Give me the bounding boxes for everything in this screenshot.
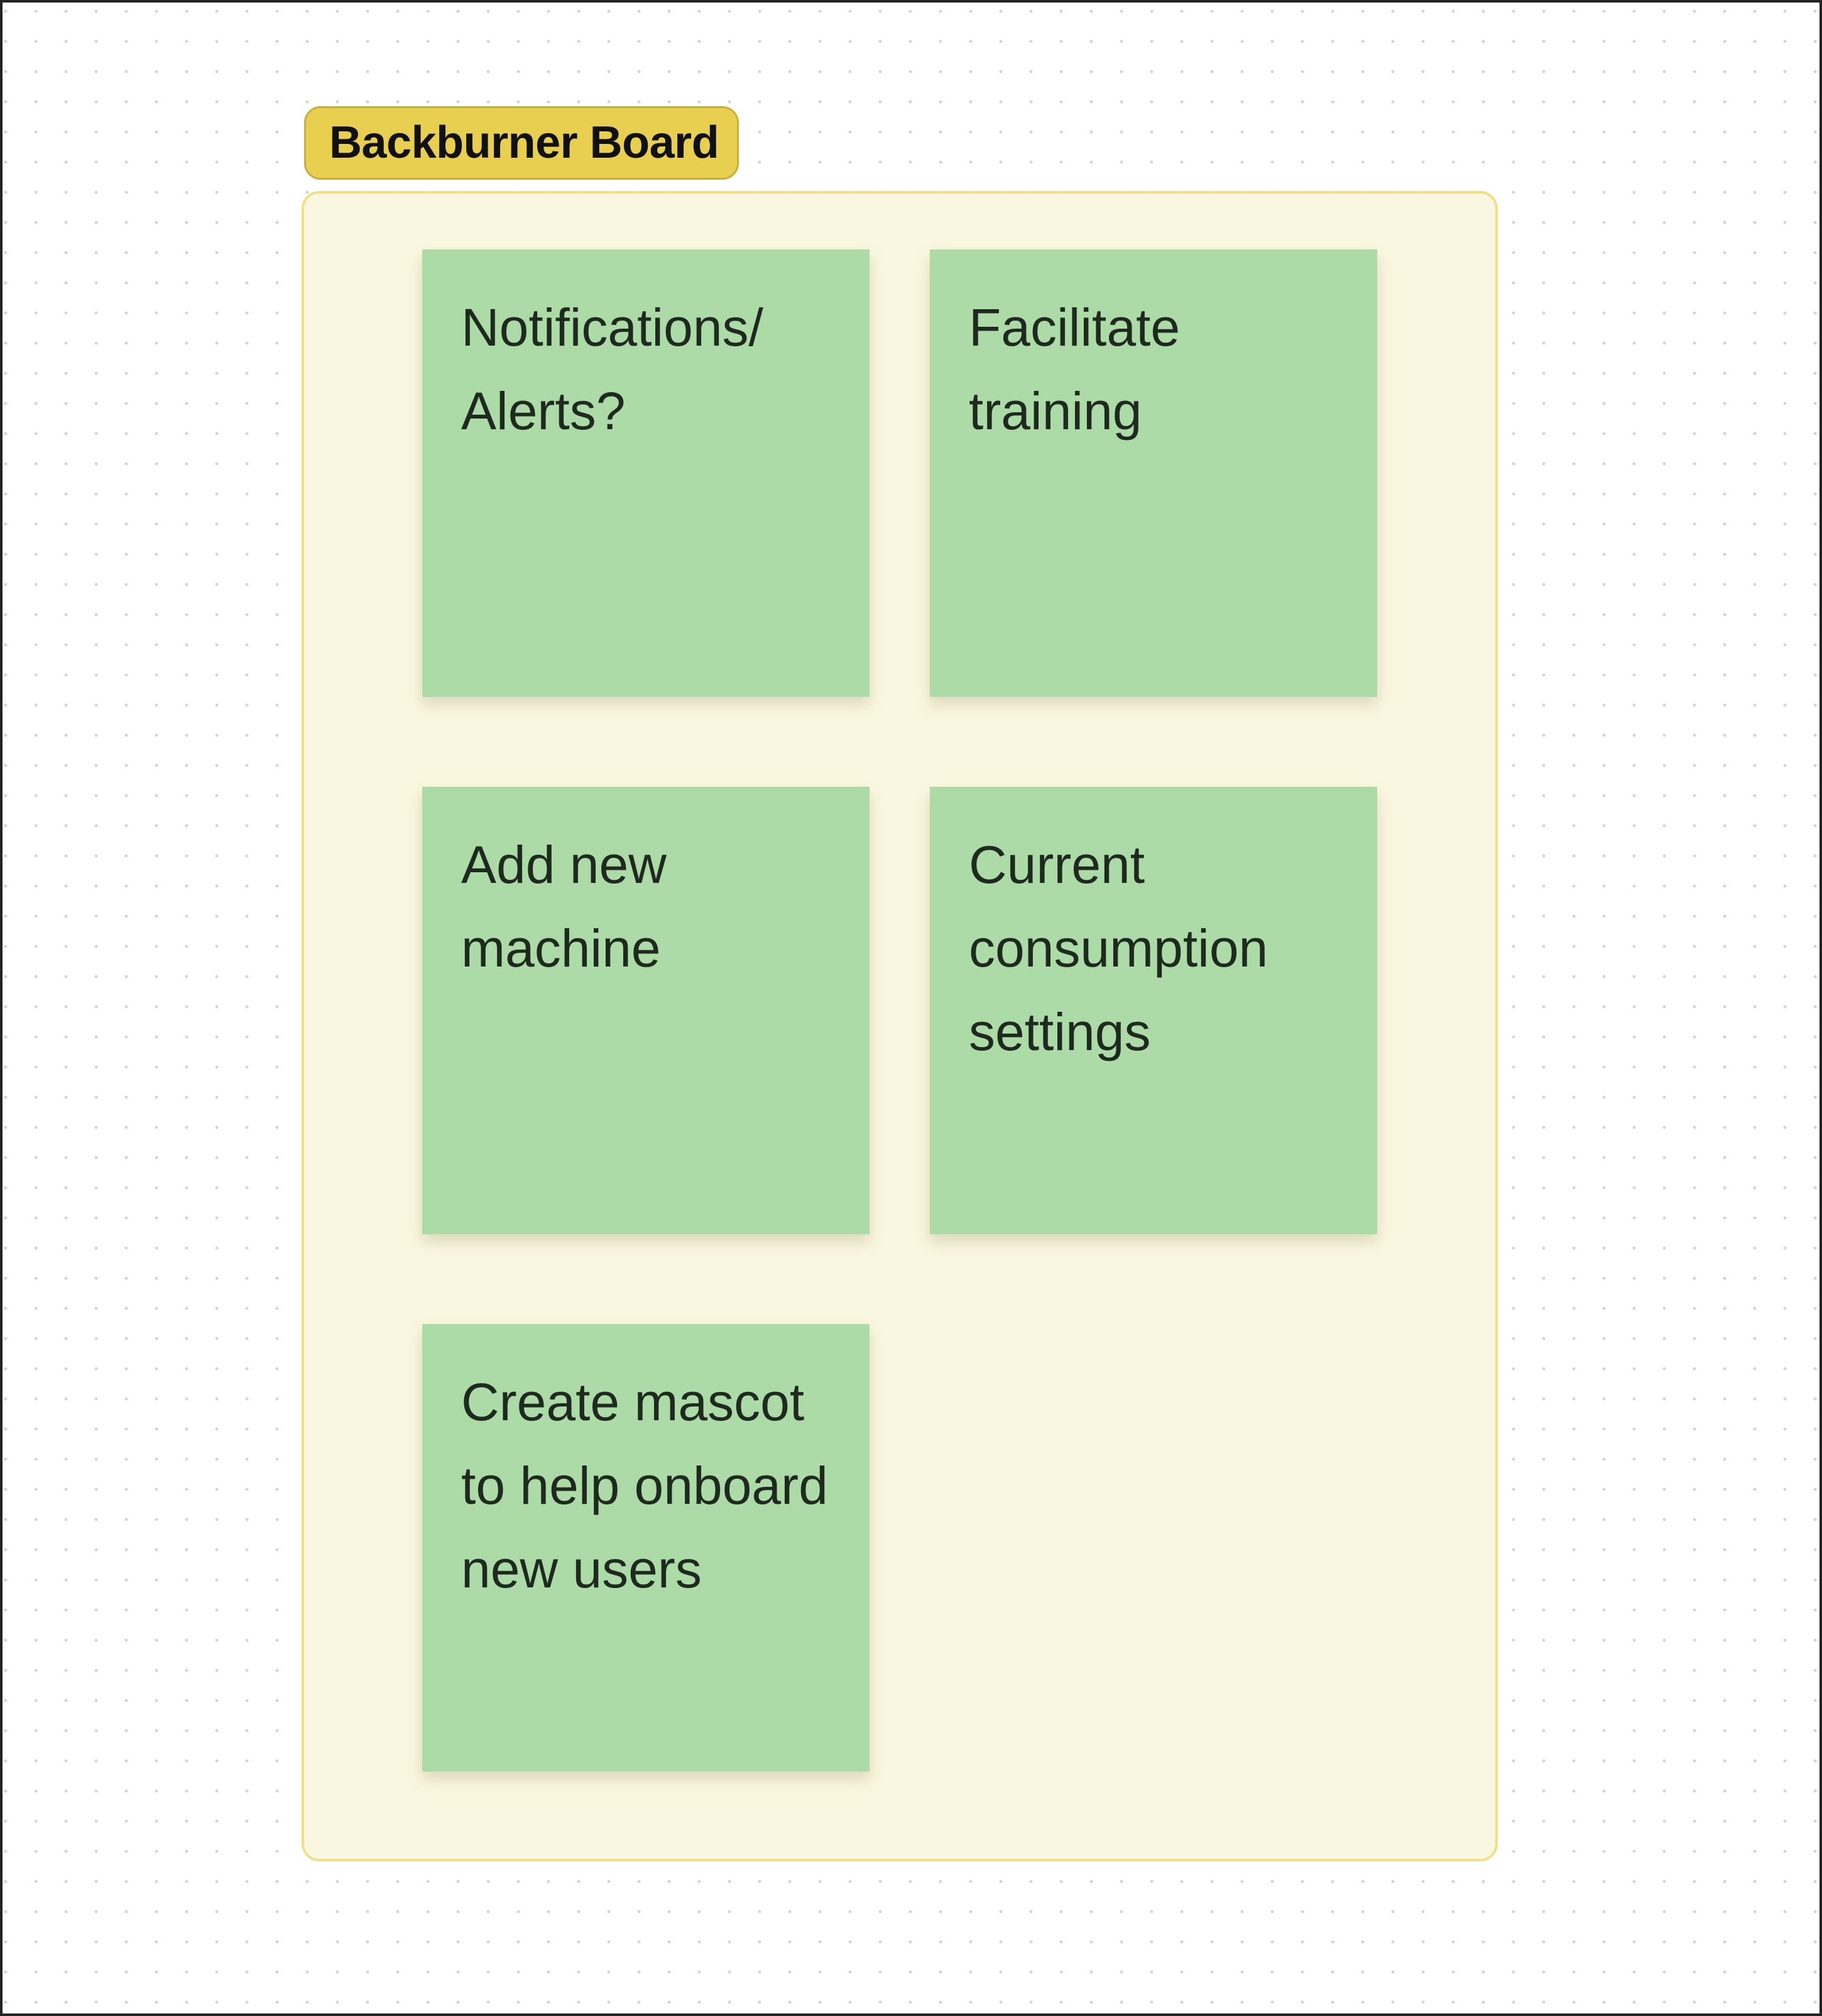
- sticky-note-text: Facilitate training: [969, 298, 1181, 441]
- sticky-note[interactable]: Notifications/ Alerts?: [422, 249, 870, 697]
- sticky-note-text: Current consumption settings: [969, 835, 1268, 1061]
- sticky-note-text: Notifications/ Alerts?: [461, 298, 763, 441]
- sticky-note[interactable]: Current consumption settings: [930, 787, 1377, 1234]
- sticky-note-text: Create mascot to help onboard new users: [461, 1372, 828, 1599]
- section-title-label[interactable]: Backburner Board: [304, 106, 739, 180]
- sticky-note[interactable]: Create mascot to help onboard new users: [422, 1324, 870, 1772]
- sticky-note-text: Add new machine: [461, 835, 667, 978]
- sticky-note[interactable]: Add new machine: [422, 787, 870, 1234]
- sticky-note[interactable]: Facilitate training: [930, 249, 1377, 697]
